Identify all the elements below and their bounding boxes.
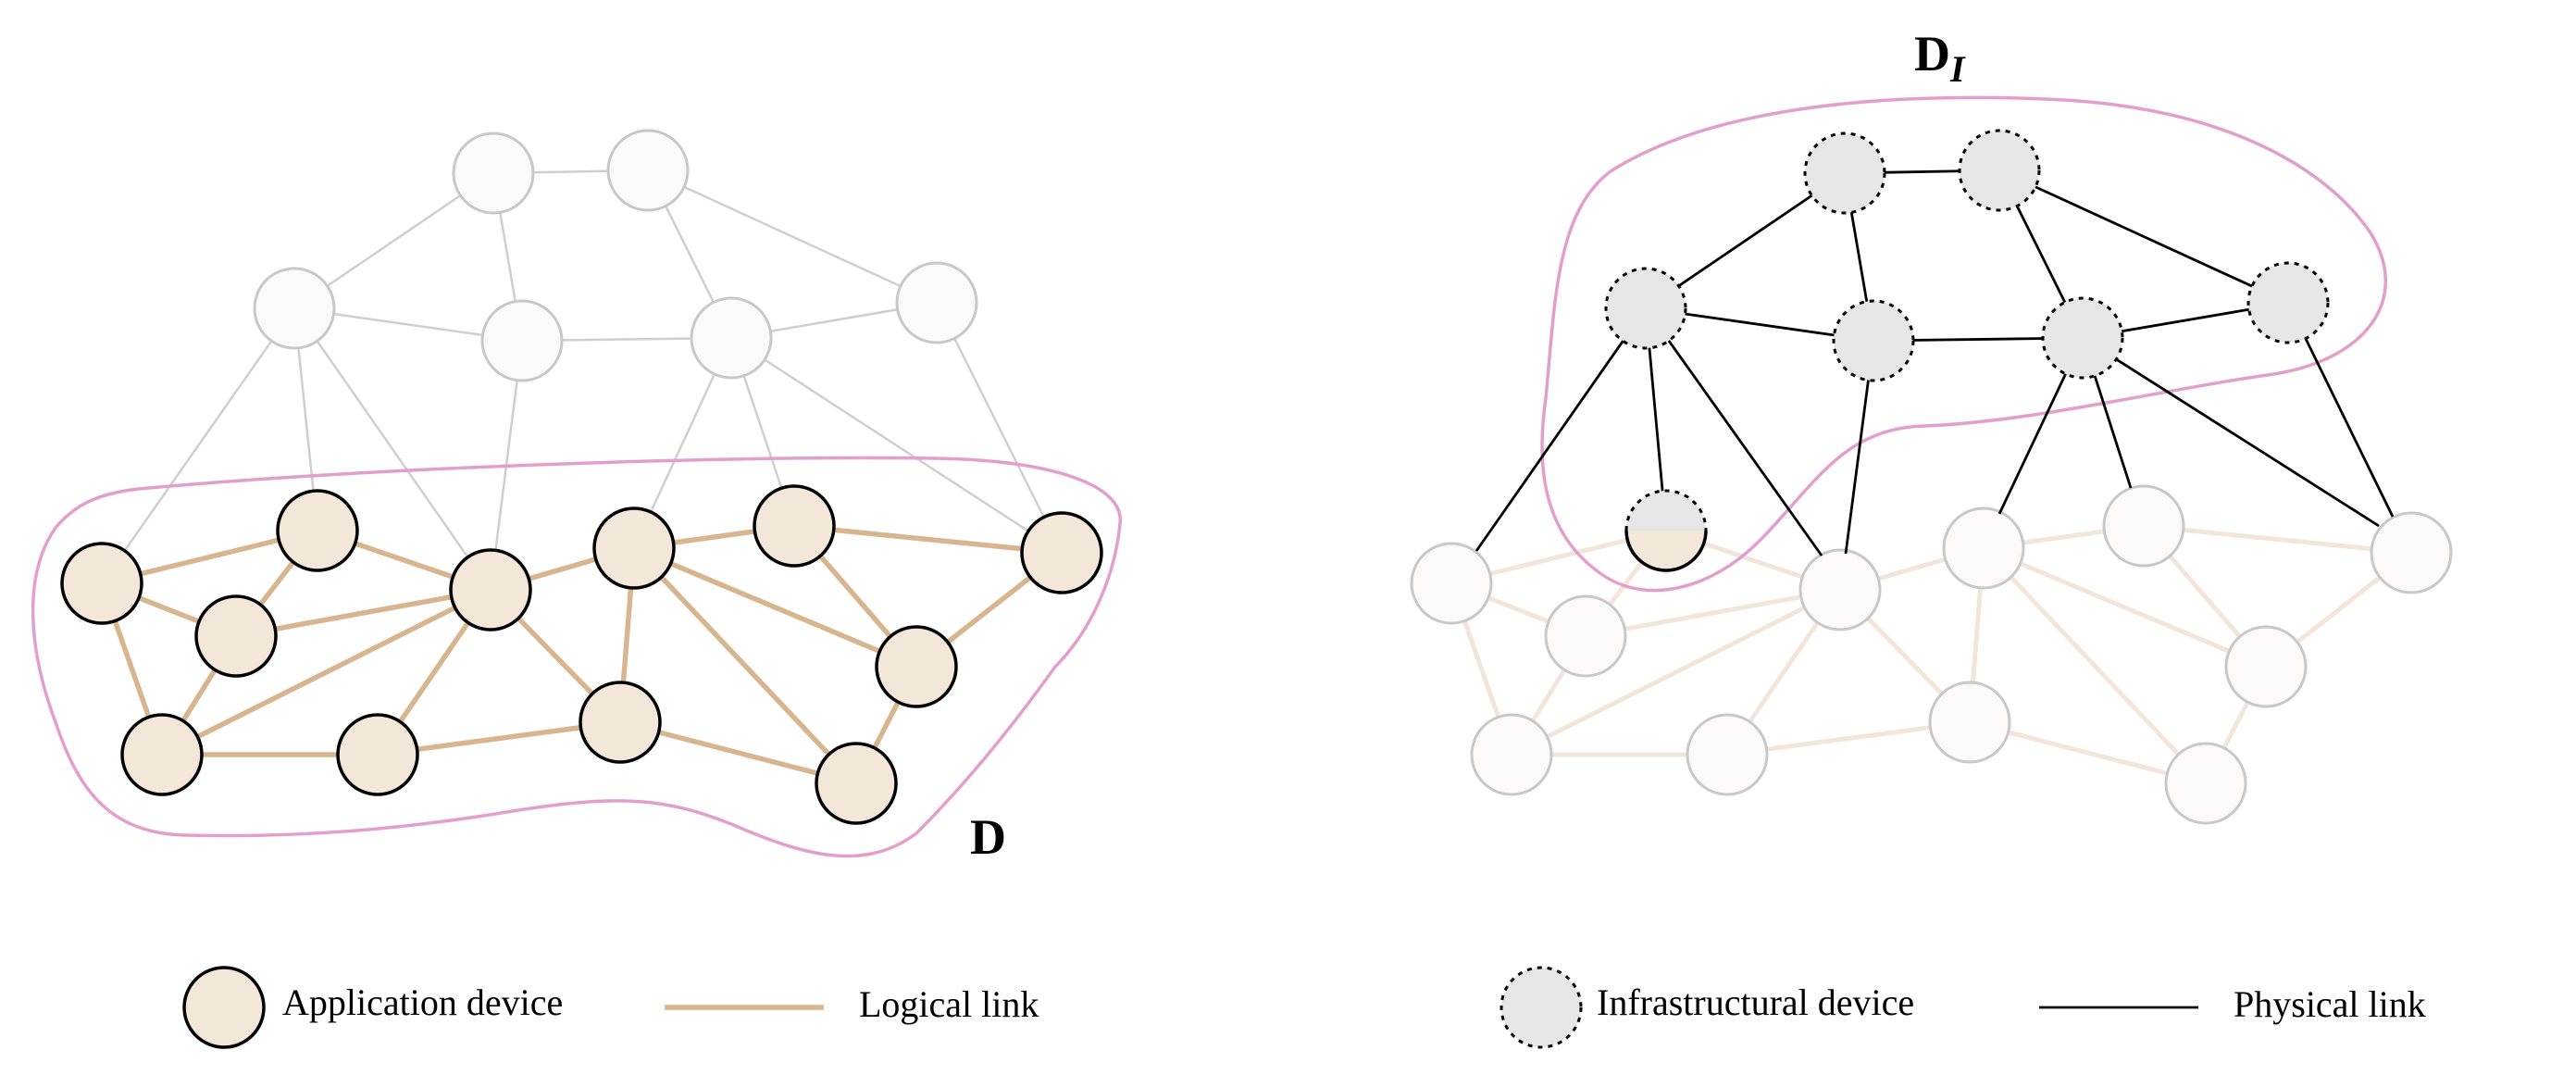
faded-node (1470, 713, 1553, 796)
faded-node (606, 129, 690, 212)
faded-infrastructure-nodes (253, 129, 978, 382)
faded-node (2164, 742, 2247, 825)
legend-infrastructural-device-label: Infrastructural device (1597, 981, 1914, 1023)
application-node (120, 713, 204, 796)
legend-physical-link-label: Physical link (2234, 983, 2426, 1025)
infrastructure-nodes (1604, 129, 2330, 382)
faded-node (2370, 511, 2453, 594)
faded-node (690, 296, 773, 380)
faded-node (1686, 713, 1769, 796)
application-node (449, 548, 532, 631)
application-node (592, 506, 676, 590)
faded-node (452, 131, 535, 215)
faded-node (2224, 625, 2308, 708)
faded-application-nodes (1410, 484, 2453, 825)
application-node (194, 594, 278, 678)
legend-logical-link-label: Logical link (859, 983, 1039, 1025)
faded-node (895, 261, 978, 344)
left-panel: D (31, 129, 1122, 865)
faded-node (2102, 484, 2185, 568)
application-node (579, 681, 662, 764)
region-di-label: DI (1914, 26, 1966, 90)
faded-node (253, 267, 336, 350)
application-node (875, 625, 958, 708)
faded-node (1798, 548, 1882, 631)
application-nodes (60, 484, 1103, 825)
legend-application-device-icon (182, 966, 266, 1049)
infrastructure-node (1958, 129, 2041, 212)
application-node (60, 542, 143, 625)
infrastructure-node (1832, 299, 1915, 382)
region-d-label: D (970, 809, 1006, 865)
legend-infrastructural-device-icon (1500, 966, 1583, 1049)
legend-application-device-label: Application device (282, 981, 563, 1023)
application-node (336, 713, 419, 796)
faded-node (1544, 594, 1627, 678)
faded-physical-links (100, 169, 1064, 591)
application-node (1020, 511, 1103, 594)
right-panel: DI (1410, 26, 2453, 825)
region-di-outline (1540, 95, 2387, 593)
faded-node (1928, 681, 2011, 764)
region-d-outline (31, 456, 1122, 858)
legend: Application device Logical link Infrastr… (182, 966, 2426, 1049)
faded-node (1942, 506, 2025, 590)
faded-node (1410, 542, 1493, 625)
mixed-node (1624, 489, 1708, 572)
infrastructure-node (1803, 131, 1886, 215)
physical-links (1475, 169, 2395, 556)
application-node (276, 489, 359, 572)
infrastructure-node (2246, 261, 2330, 344)
infrastructure-node (2041, 296, 2124, 380)
faded-node (480, 299, 564, 382)
infrastructure-node (1604, 267, 1687, 350)
application-node (753, 484, 836, 568)
application-node (815, 742, 898, 825)
